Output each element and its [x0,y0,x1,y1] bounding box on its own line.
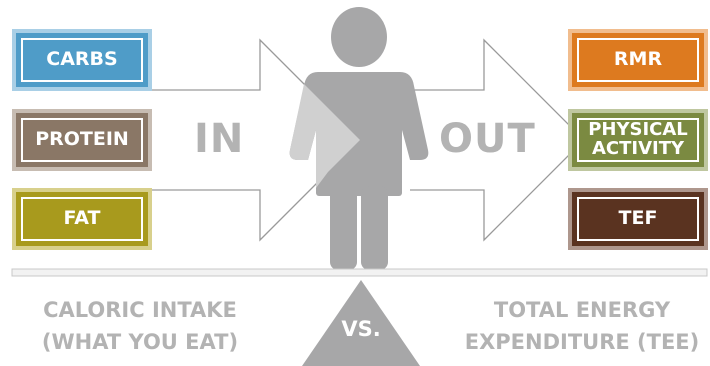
physical-activity-label-line1: PHYSICAL [588,119,688,141]
physical-activity-label-line2: ACTIVITY [591,138,685,159]
rmr-label: RMR [613,48,663,71]
carbs-box-inner: CARBS [21,38,143,82]
caloric-intake-caption-line2: (WHAT YOU EAT) [41,330,239,354]
arrow-in-overlap [289,84,360,188]
rmr-box: RMR [568,29,708,91]
carbs-box: CARBS [12,29,152,91]
in-label: IN [194,116,245,162]
carbs-label: CARBS [46,48,118,71]
tee-caption-line2: EXPENDITURE (TEE) [464,330,700,354]
fat-box-inner: FAT [21,197,143,241]
tef-box-inner: TEF [577,197,699,241]
fat-box: FAT [12,188,152,250]
vs-label: VS. [341,317,381,341]
fat-label: FAT [63,207,101,230]
tef-box: TEF [568,188,708,250]
tef-label: TEF [618,207,658,230]
balance-beam [11,268,708,277]
protein-label: PROTEIN [35,128,129,151]
fulcrum-triangle-icon [302,280,420,366]
protein-box: PROTEIN [12,109,152,171]
physical-activity-box: PHYSICAL ACTIVITY [568,109,708,171]
tee-caption: TOTAL ENERGY EXPENDITURE (TEE) [458,294,706,358]
tee-caption-line1: TOTAL ENERGY [493,298,671,322]
caloric-intake-caption: CALORIC INTAKE (WHAT YOU EAT) [20,294,260,358]
protein-box-inner: PROTEIN [21,118,143,162]
rmr-box-inner: RMR [577,38,699,82]
caloric-intake-caption-line1: CALORIC INTAKE [43,298,237,322]
physical-activity-box-inner: PHYSICAL ACTIVITY [577,118,699,162]
out-label: OUT [439,116,536,162]
